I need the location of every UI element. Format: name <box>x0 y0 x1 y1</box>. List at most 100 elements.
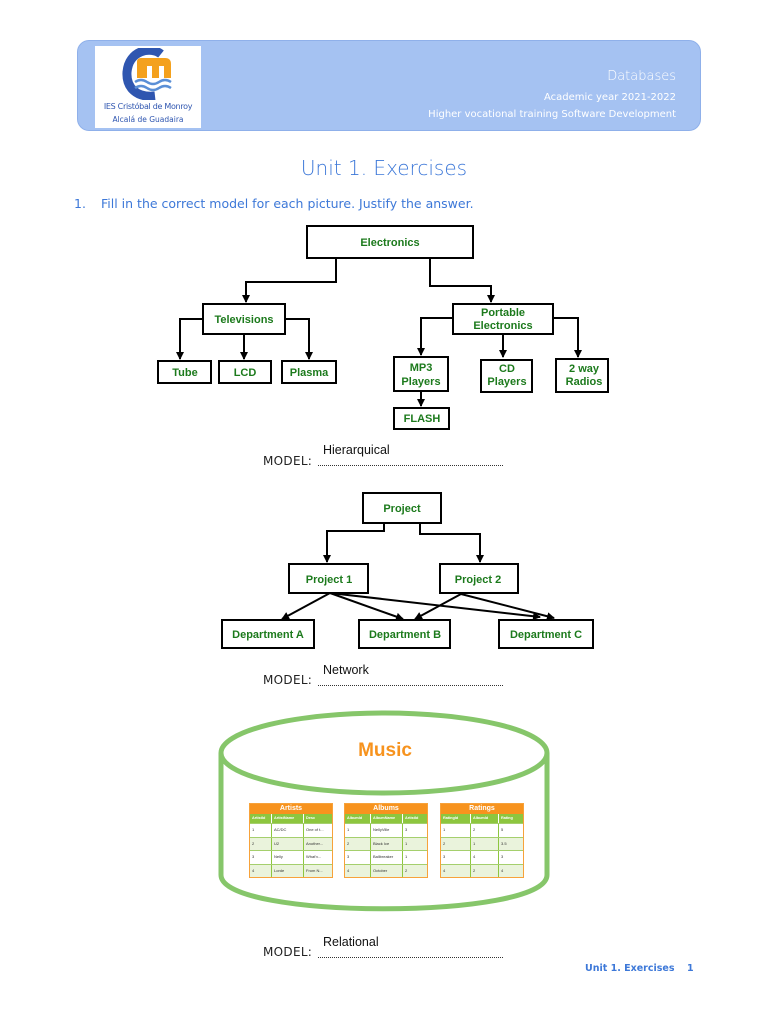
node-department-a <box>221 619 315 649</box>
cell: 4 <box>345 864 371 877</box>
table-header: AlbumId AlbumName ArtistId <box>345 814 427 823</box>
table-title: Artists <box>250 804 332 814</box>
cell: 5 <box>501 827 504 832</box>
cell: 2 <box>471 824 499 837</box>
label-mp3-1: MP3 <box>410 362 433 374</box>
label-flash: FLASH <box>404 413 441 425</box>
cell: 4 <box>471 851 499 864</box>
node-project-1 <box>288 563 369 594</box>
table-title: Ratings <box>441 804 523 814</box>
label-cd-2: Players <box>487 376 526 388</box>
label-radios-2: Radios <box>566 376 603 388</box>
cell: Ballbreaker <box>371 851 403 864</box>
column-header: RatingId <box>441 814 471 823</box>
column-header: ArtistName <box>272 814 304 823</box>
label-project-1: Project 1 <box>306 574 352 586</box>
edge-p2-dc <box>460 593 555 621</box>
edge-p1-db <box>329 592 404 621</box>
cm-logo-icon <box>122 48 172 100</box>
label-department-b: Department B <box>369 629 441 641</box>
node-mp3-players <box>393 356 449 392</box>
column-header: ArtistId <box>250 814 272 823</box>
cell: Another... <box>306 840 324 846</box>
cell: U2 <box>272 837 304 850</box>
cell: 2 <box>250 837 272 850</box>
model-label-2: MODEL: <box>263 673 313 687</box>
label-plasma: Plasma <box>290 367 329 379</box>
label-project-2: Project 2 <box>455 574 501 586</box>
page-number: 1 <box>687 963 694 974</box>
label-portable-2: Electronics <box>473 320 532 332</box>
header-program: Higher vocational training Software Deve… <box>428 109 676 120</box>
column-header: Rating <box>501 816 513 820</box>
node-cd-players <box>480 359 533 393</box>
edge-televisions-tube <box>176 318 203 360</box>
answer-line-1 <box>318 465 503 466</box>
answer-line-2 <box>318 685 503 686</box>
answer-1: Hierarquical <box>323 443 390 457</box>
cell: 3 <box>501 854 504 859</box>
label-project: Project <box>383 503 421 515</box>
model-label-3: MODEL: <box>263 945 313 959</box>
label-lcd: LCD <box>234 367 257 379</box>
column-header: AlbumName <box>371 814 403 823</box>
cell: 1 <box>405 854 408 859</box>
node-2-way-radios <box>555 358 609 393</box>
cell: 3 <box>250 851 272 864</box>
cell: Nelly <box>272 851 304 864</box>
cell: 4 <box>441 864 471 877</box>
cell: 2 <box>345 837 371 850</box>
node-portable-electronics <box>452 303 554 335</box>
label-tube: Tube <box>172 367 197 379</box>
node-plasma <box>281 360 337 384</box>
column-header: Desc <box>306 816 316 820</box>
node-department-b <box>358 619 451 649</box>
cell: Black Ice <box>371 837 403 850</box>
cell: 4 <box>501 867 504 873</box>
column-header: ArtistId <box>405 816 419 820</box>
logo-town: Alcalá de Guadaira <box>112 115 184 124</box>
header-subject: Databases <box>607 69 676 84</box>
node-televisions <box>202 303 286 335</box>
cell: 1 <box>345 824 371 837</box>
cell: Lorde <box>272 864 304 877</box>
cell: 3.5 <box>501 840 507 846</box>
question-text: Fill in the correct model for each pictu… <box>101 196 474 211</box>
cell: From N... <box>306 867 323 873</box>
model-label-1: MODEL: <box>263 454 313 468</box>
label-televisions: Televisions <box>214 314 273 326</box>
node-department-c <box>498 619 594 649</box>
edge-televisions-plasma <box>285 318 313 360</box>
edge-p1-dc <box>329 592 541 621</box>
label-radios-1: 2 way <box>569 363 600 375</box>
edge-p1-da <box>281 592 331 620</box>
cell: 1 <box>471 837 499 850</box>
cell: 2 <box>471 864 499 877</box>
label-mp3-2: Players <box>401 376 440 388</box>
label-department-c: Department C <box>510 629 582 641</box>
cell: 3 <box>441 851 471 864</box>
cell: 1 <box>250 824 272 837</box>
column-header: AlbumId <box>345 814 371 823</box>
label-portable-1: Portable <box>481 307 525 319</box>
edge-electronics-televisions <box>242 258 337 303</box>
edge-portable-radios <box>553 317 582 358</box>
edge-p2-db <box>414 593 462 620</box>
hierarchical-labels: Electronics Televisions Portable Electro… <box>172 237 602 425</box>
table-title: Albums <box>345 804 427 814</box>
edge-portable-mp3 <box>417 317 452 356</box>
cell: 3 <box>345 851 371 864</box>
hierarchical-diagram <box>157 225 609 430</box>
column-header: AlbumId <box>471 814 499 823</box>
database-cylinder-icon <box>218 710 550 912</box>
cell: 1 <box>441 824 471 837</box>
